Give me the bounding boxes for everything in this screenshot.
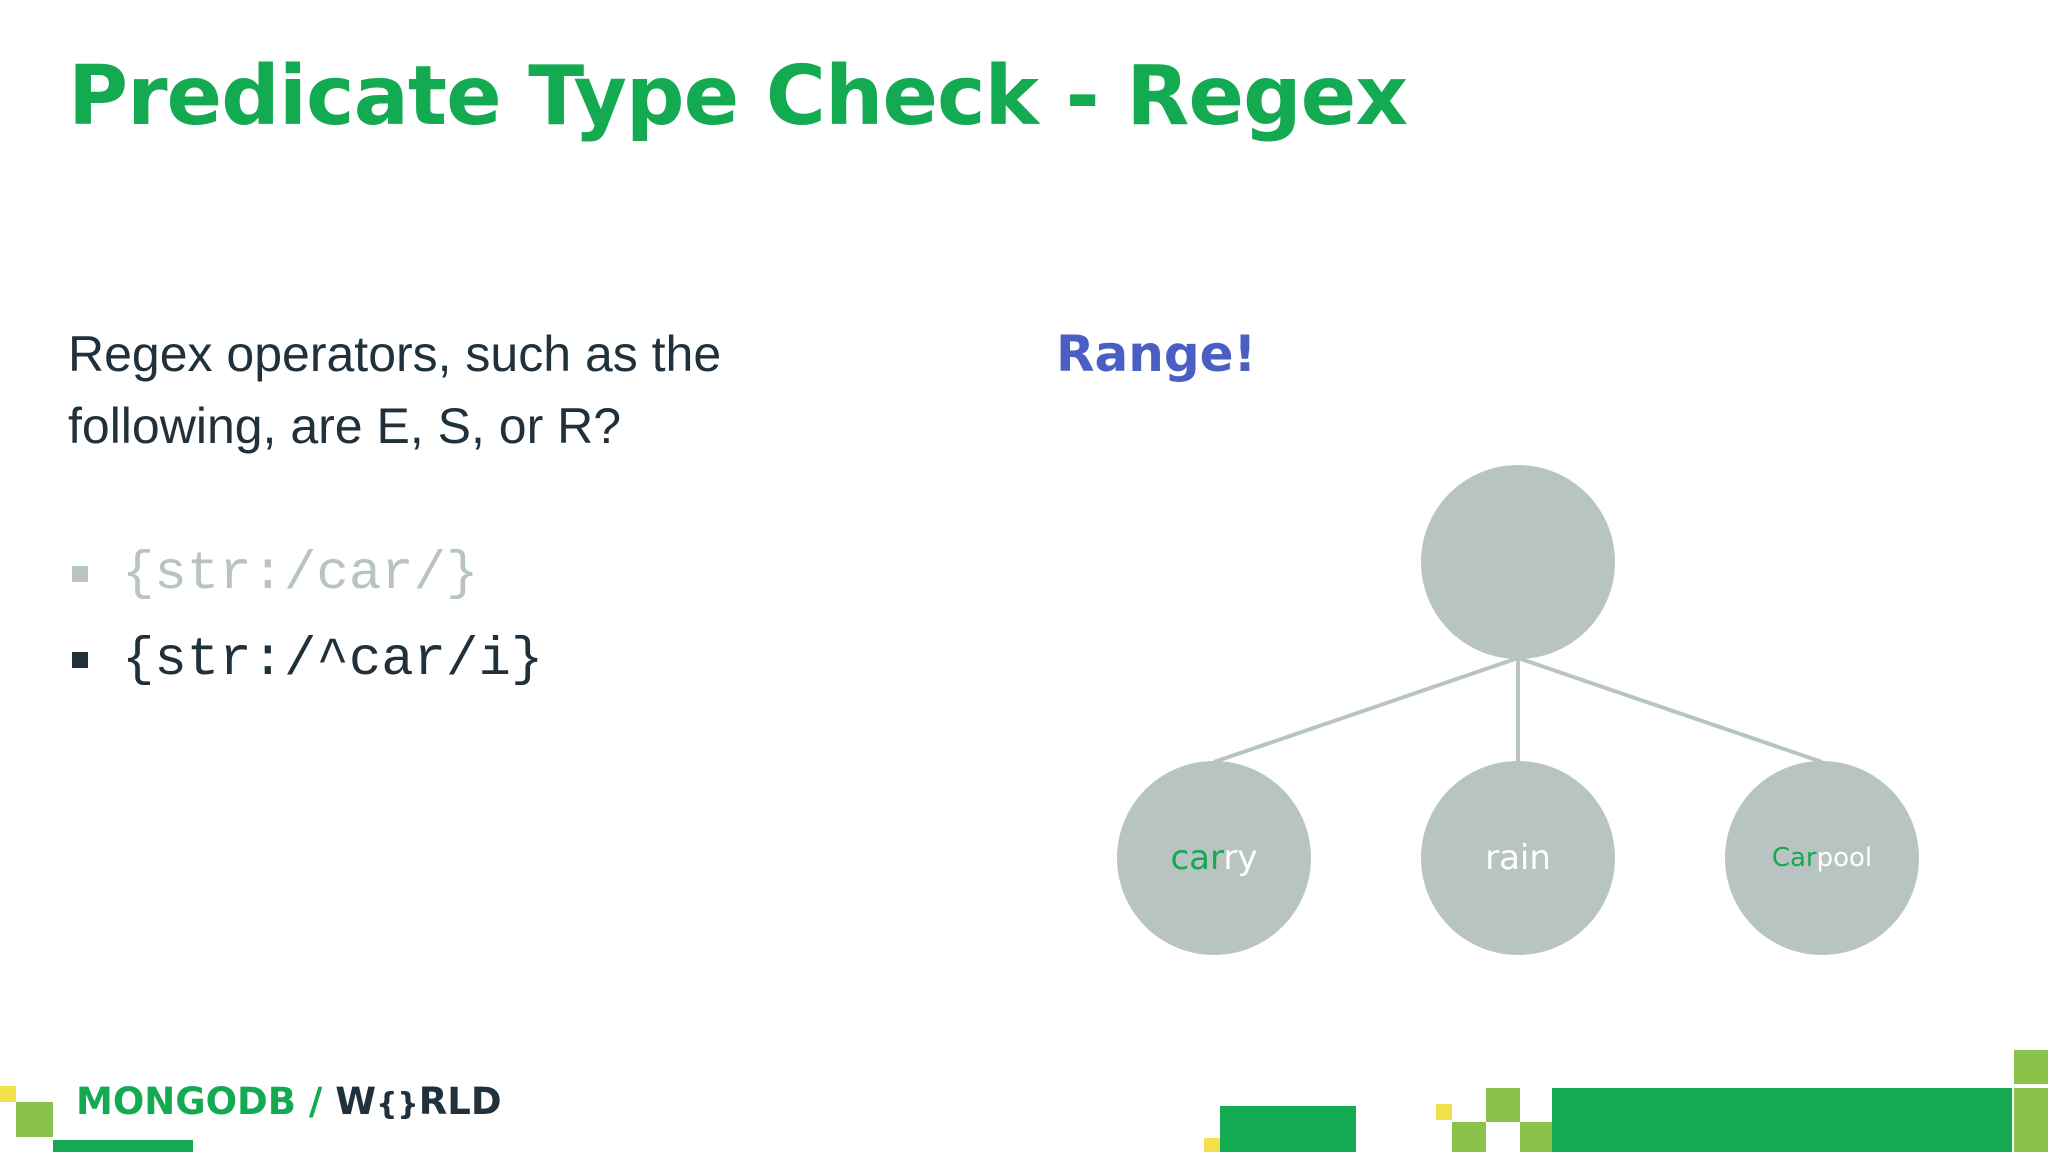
deco-bar [1552, 1088, 2012, 1152]
logo-braces-mark: {} [376, 1087, 419, 1122]
deco-bar [1220, 1106, 1356, 1152]
leaf-label-left: carry [1170, 838, 1257, 878]
tree-edge-left [1213, 656, 1519, 764]
deco-square [1452, 1122, 1486, 1152]
tree-leaf-node-middle [1421, 761, 1615, 955]
bullet-square-icon [72, 652, 88, 668]
deco-square [2014, 1050, 2048, 1084]
tree-root-node [1421, 465, 1615, 659]
label-rest: ry [1223, 838, 1258, 878]
label-match: car [1170, 838, 1224, 878]
bullet-square-icon [72, 566, 88, 582]
footer-logo: MONGODB / W{}RLD [76, 1080, 502, 1123]
deco-square [1486, 1088, 1520, 1122]
tree-edge-right [1517, 656, 1823, 764]
label-match: Car [1771, 843, 1817, 873]
label-rest: rain [1485, 838, 1551, 878]
deco-square [2014, 1088, 2048, 1152]
bullet-text: {str:/car/} [122, 544, 479, 605]
deco-square [1436, 1104, 1452, 1120]
bullet-text: {str:/^car/i} [122, 630, 544, 691]
label-rest: pool [1816, 843, 1873, 873]
deco-square [16, 1102, 53, 1137]
leaf-label-right: Carpool [1772, 843, 1872, 873]
question-text: Regex operators, such as the following, … [68, 326, 722, 454]
slide-title: Predicate Type Check - Regex [68, 49, 1408, 144]
deco-square [1204, 1138, 1220, 1152]
logo-brand-right-prefix: W [335, 1080, 377, 1123]
logo-brand-right-suffix: RLD [418, 1080, 502, 1123]
deco-bar [53, 1140, 193, 1152]
tree-leaf-node-left [1117, 761, 1311, 955]
leaf-label-middle: rain [1485, 838, 1551, 878]
logo-brand-left: MONGODB [76, 1080, 296, 1123]
logo-separator: / [295, 1080, 336, 1123]
answer-text: Range! [1056, 325, 1257, 383]
deco-square [0, 1086, 16, 1102]
tree-leaf-node-right [1725, 761, 1919, 955]
deco-square [1520, 1122, 1554, 1152]
